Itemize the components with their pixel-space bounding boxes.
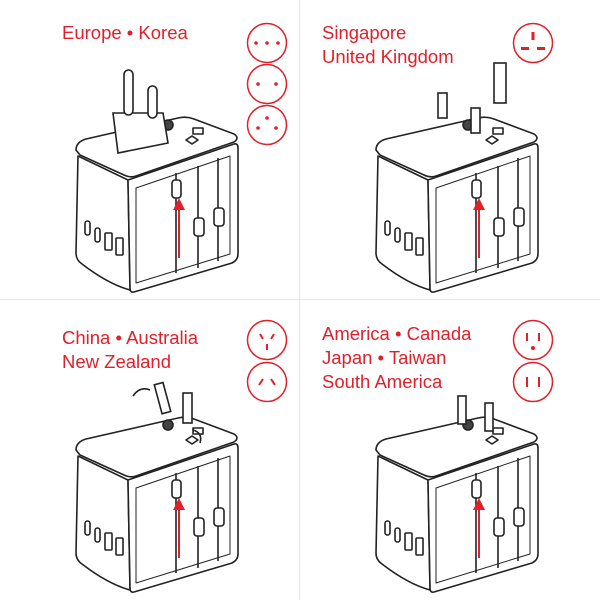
au-grounded-socket-icon	[246, 319, 288, 366]
usb-a-port	[115, 537, 124, 556]
slider-knob	[171, 179, 182, 199]
adapter-drawing	[368, 358, 558, 603]
red-arrow-icon	[473, 198, 485, 258]
eu-two-dot-socket-icon	[246, 63, 288, 110]
usb-c-port	[394, 527, 401, 543]
travel-adapter-illustration	[75, 381, 239, 593]
red-arrow-icon	[473, 498, 485, 558]
adapter-left-face	[375, 155, 431, 291]
region-line: China • Australia	[62, 327, 199, 348]
vertical-divider	[299, 0, 300, 600]
usb-c-port	[94, 227, 101, 243]
usb-c-port	[394, 227, 401, 243]
usb-a-port	[115, 237, 124, 256]
red-arrow-icon	[173, 498, 185, 558]
adapter-drawing	[368, 58, 558, 303]
usb-a-port	[415, 537, 424, 556]
eu-plug-pins	[112, 69, 169, 154]
slider-knob	[193, 217, 205, 237]
panel-europe-korea: Europe • Korea	[0, 0, 300, 300]
slider-knob	[513, 207, 525, 227]
adapter-left-face	[75, 155, 131, 291]
au-plug-pins	[132, 381, 202, 444]
travel-adapter-illustration	[375, 62, 539, 293]
usb-c-port	[84, 520, 91, 536]
adapter-drawing	[68, 358, 258, 603]
region-line: South America	[322, 371, 443, 392]
region-line: United Kingdom	[322, 46, 454, 67]
uk-socket-icon	[512, 22, 554, 69]
usb-a-port	[104, 232, 113, 251]
usb-a-port	[104, 532, 113, 551]
travel-adapter-illustration	[375, 395, 539, 593]
slider-knob	[193, 517, 205, 537]
us-plug-pins	[457, 395, 494, 432]
eu-triangle-socket-icon	[246, 104, 288, 151]
slider-knob	[213, 507, 225, 527]
usb-c-port	[384, 520, 391, 536]
usb-a-port	[404, 532, 413, 551]
slider-knob	[493, 517, 505, 537]
region-line: America • Canada	[322, 323, 472, 344]
slider-knob	[513, 507, 525, 527]
usb-a-port	[404, 232, 413, 251]
region-line: Japan • Taiwan	[322, 347, 447, 368]
panel-singapore-uk: Singapore United Kingdom	[300, 0, 600, 300]
uk-plug-pins	[437, 62, 507, 134]
slider-knob	[471, 179, 482, 199]
region-label: America • Canada Japan • Taiwan South Am…	[322, 322, 471, 394]
slider-knob	[213, 207, 225, 227]
slider-knob	[471, 479, 482, 499]
region-line: Singapore	[322, 22, 407, 43]
us-grounded-socket-icon	[512, 319, 554, 366]
eu-three-dot-socket-icon	[246, 22, 288, 69]
usb-c-port	[84, 220, 91, 236]
travel-adapter-illustration	[75, 69, 239, 293]
slider-knob	[493, 217, 505, 237]
usb-a-port	[415, 237, 424, 256]
horizontal-divider	[0, 299, 600, 300]
us-socket-icon	[512, 361, 554, 408]
region-label: Europe • Korea	[62, 21, 188, 45]
panel-china-australia: China • Australia New Zealand	[0, 300, 300, 600]
usb-c-port	[384, 220, 391, 236]
adapter-left-face	[375, 455, 431, 591]
region-label: Singapore United Kingdom	[322, 21, 454, 69]
region-label: China • Australia New Zealand	[62, 326, 198, 374]
slider-knob	[171, 479, 182, 499]
red-arrow-icon	[173, 198, 185, 258]
au-socket-icon	[246, 361, 288, 408]
adapter-drawing	[68, 58, 258, 303]
region-line: Europe • Korea	[62, 22, 188, 43]
region-line: New Zealand	[62, 351, 172, 372]
panel-america: America • Canada Japan • Taiwan South Am…	[300, 300, 600, 600]
adapter-left-face	[75, 455, 131, 591]
usb-c-port	[94, 527, 101, 543]
